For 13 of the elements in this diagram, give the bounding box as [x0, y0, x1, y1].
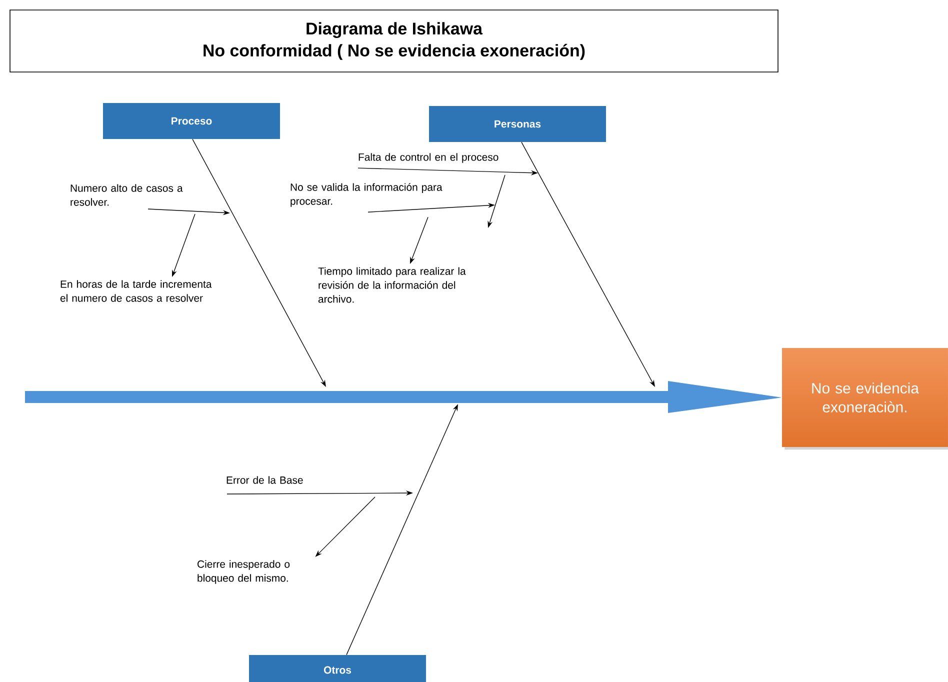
category-box: Otros: [249, 655, 426, 682]
effect-box: No se evidencia exoneraciòn.: [782, 348, 948, 450]
cause-text: Falta de control en el proceso: [358, 153, 498, 163]
cause-text: Numero alto de casos a resolver.: [70, 184, 183, 206]
main-arrow: [25, 381, 782, 413]
cause-text: Cierre inesperado o bloqueo del mismo.: [198, 560, 290, 584]
cause-text: Tiempo limitado para realizar la revisión de la información del archivo.: [318, 267, 466, 303]
category-box: Proceso: [103, 103, 280, 139]
title-box: Diagrama de Ishikawa No conformidad ( No se evidencia exoneración): [10, 10, 778, 72]
cause-text: Error de la Base: [226, 476, 303, 484]
category-box: Personas: [429, 106, 606, 142]
cause-text: En horas de la tarde incrementa el numero de casos a resolver: [60, 280, 212, 302]
cause-text: No se valida la información para procesar.: [290, 183, 442, 207]
